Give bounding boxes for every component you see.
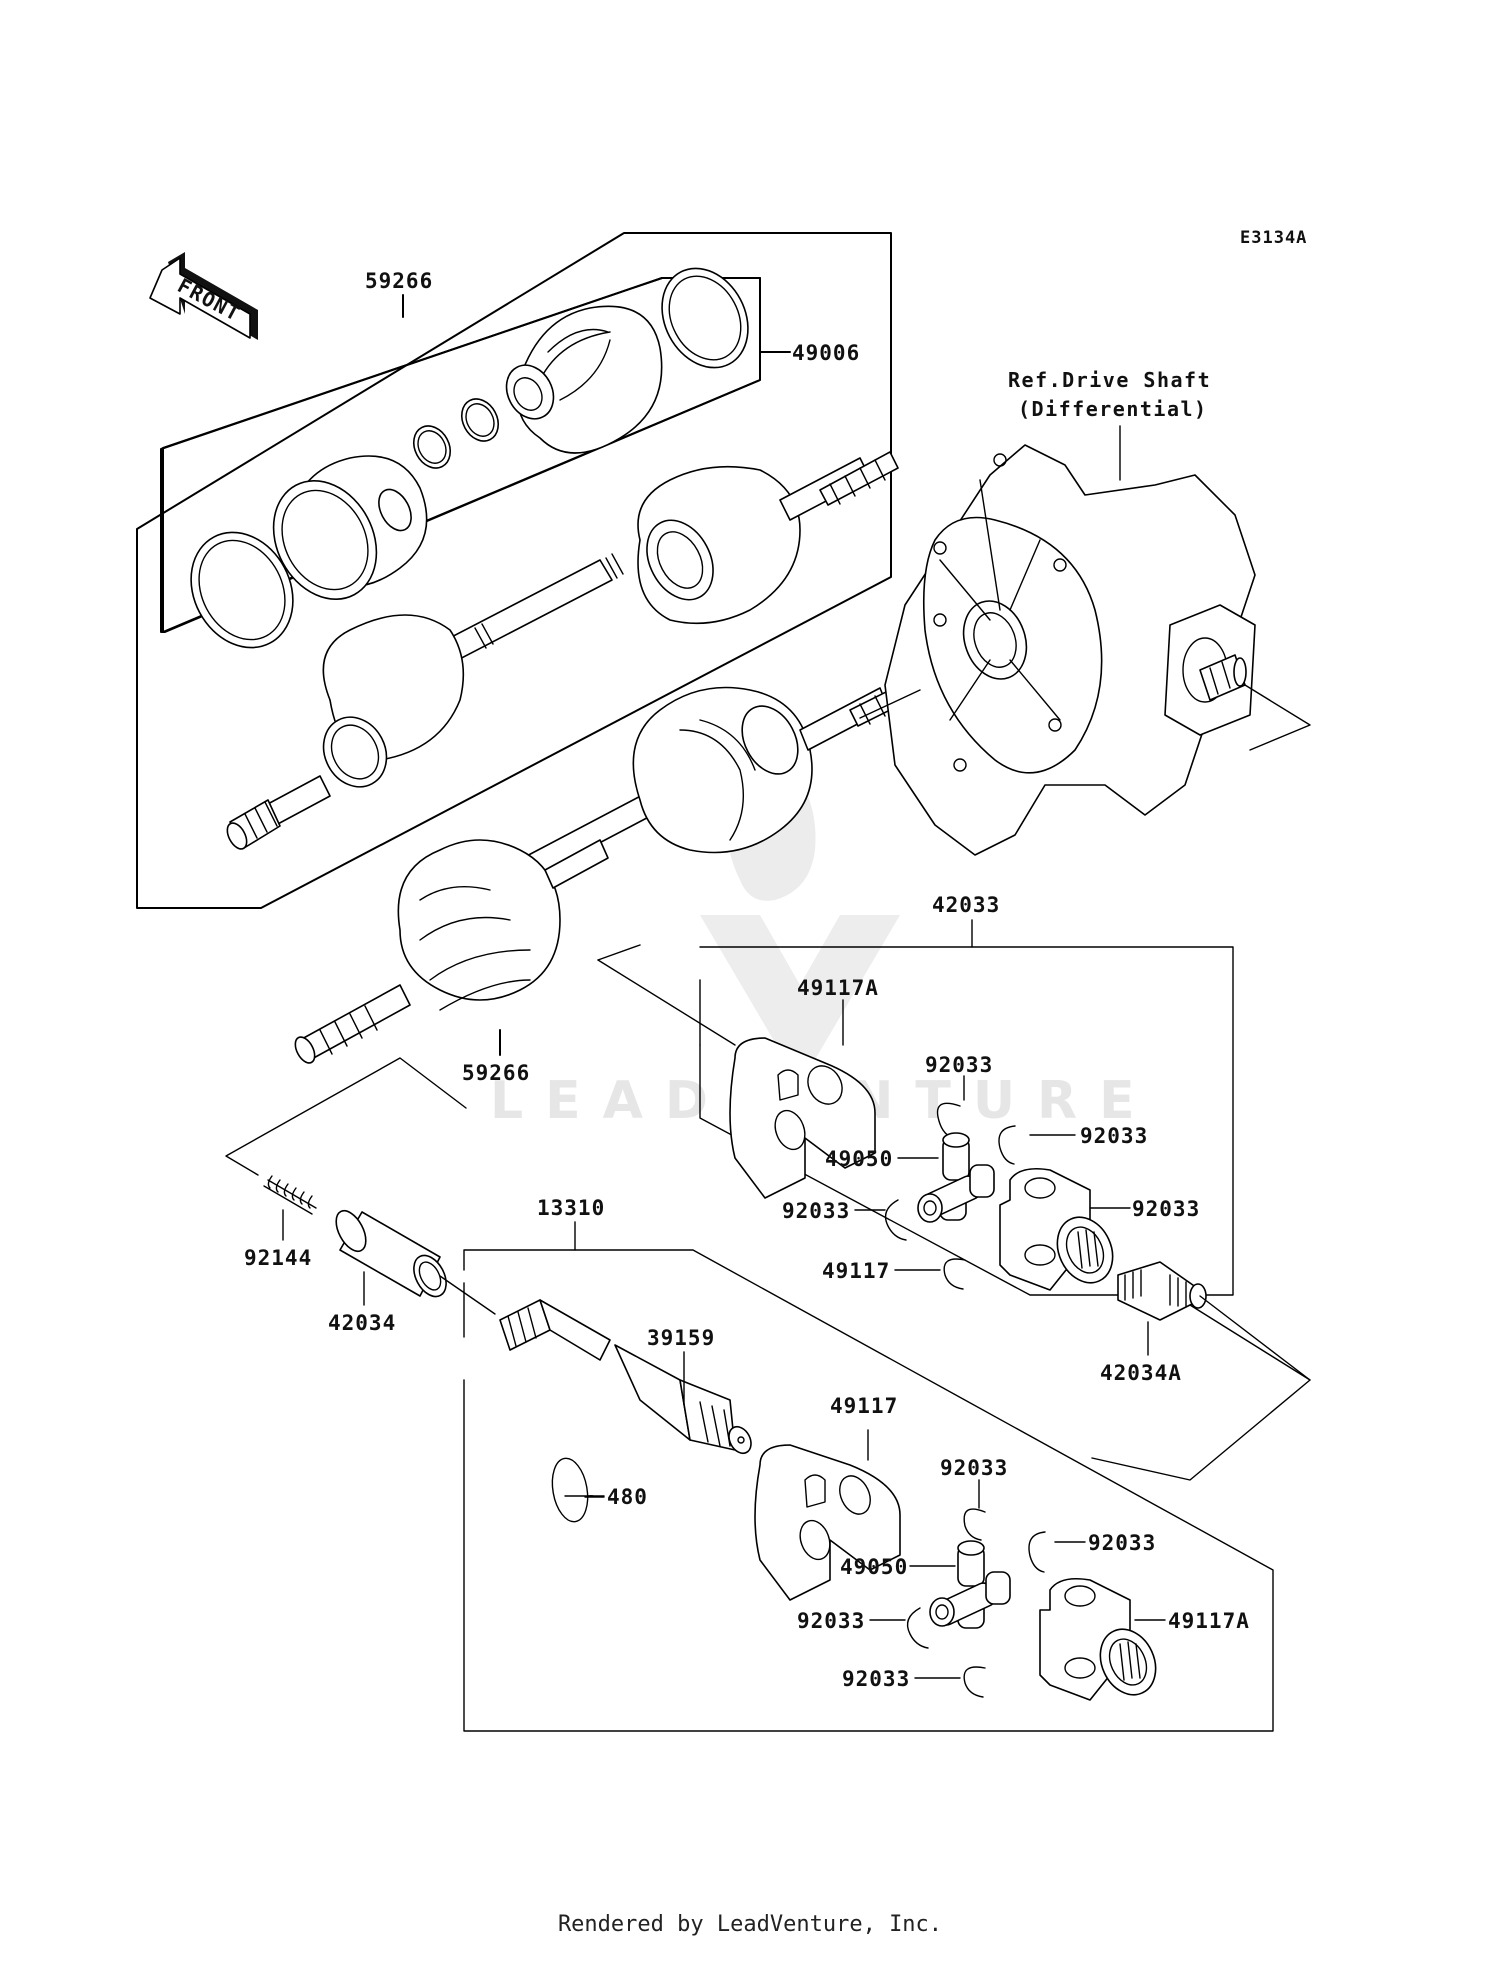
callout-92033-u3[interactable]: 92033 [782,1199,850,1223]
upper-drive-shaft [226,451,899,850]
callout-42033[interactable]: 42033 [932,893,1000,917]
callout-13310[interactable]: 13310 [537,1196,605,1220]
yoke-lower [754,1444,901,1601]
callout-49117A-upper[interactable]: 49117A [797,976,879,1000]
reference-line-2: (Differential) [1018,397,1208,421]
differential-housing [859,425,1311,856]
callout-92033-l1[interactable]: 92033 [940,1456,1008,1480]
callout-42034A[interactable]: 42034A [1100,1361,1182,1385]
yoke-lower-a [1039,1577,1157,1701]
footer-credit: Rendered by LeadVenture, Inc. [557,1912,943,1937]
shaft-assembly-outline [463,1221,1274,1732]
boot-kit-parts [190,267,749,649]
cv-boot-right [516,305,663,454]
circlip-lower-3 [906,1607,929,1649]
callout-480[interactable]: 480 [607,1485,648,1509]
callout-39159[interactable]: 39159 [647,1326,715,1350]
spline-joint [1117,1261,1311,1381]
circlip-upper-3 [884,1199,907,1241]
sleeve-joint [335,1209,496,1315]
callout-42034[interactable]: 42034 [328,1311,396,1335]
reference-line-1: Ref.Drive Shaft [1008,368,1211,392]
watermark-logo-icon [700,915,900,1085]
callout-49006[interactable]: 49006 [792,341,860,365]
shaft-kit-outline [136,232,892,909]
inner-cv-boot-lower [397,839,561,1001]
callout-49050-upper[interactable]: 49050 [825,1147,893,1171]
callout-49117-lower[interactable]: 49117 [830,1394,898,1418]
boot-band-small-1 [460,398,500,442]
circlip-upper-2 [998,1125,1016,1165]
circlip-lower-1 [963,1508,986,1541]
front-arrow-icon [149,257,251,339]
callout-92144[interactable]: 92144 [244,1246,312,1270]
callout-92033-l4[interactable]: 92033 [842,1667,910,1691]
callout-92033-l3[interactable]: 92033 [797,1609,865,1633]
circlip-upper-4 [943,1258,966,1290]
front-arrow: FRONT [149,252,258,340]
yoke-upper [999,1167,1114,1291]
callout-59266-top[interactable]: 59266 [365,269,433,293]
propeller-shaft [499,1299,752,1455]
diagram-code: E3134A [1240,228,1307,248]
spring [263,1175,317,1215]
circlip-large [551,1457,589,1523]
circlip-lower-2 [1028,1531,1046,1573]
callout-92033-u2[interactable]: 92033 [1080,1124,1148,1148]
callout-92033-l2[interactable]: 92033 [1088,1531,1156,1555]
circlip-lower-4 [963,1666,986,1698]
spider-cross-lower [929,1540,1011,1629]
callout-92033-u1[interactable]: 92033 [925,1053,993,1077]
callout-59266-bottom[interactable]: 59266 [462,1061,530,1085]
boot-band-small-2 [412,425,452,469]
spider-cross-upper [917,1132,995,1223]
callout-49117A-lower[interactable]: 49117A [1168,1609,1250,1633]
boot-kit-outline [160,277,791,633]
callout-92033-u4[interactable]: 49117 [822,1259,890,1283]
front-arrow-label: FRONT [174,273,245,326]
callout-49050-lower[interactable]: 49050 [840,1555,908,1579]
callout-49117-upper[interactable]: 92033 [1132,1197,1200,1221]
boot-band-large-right [661,267,749,369]
boot-band-large-left [190,531,294,649]
lower-drive-shaft [294,679,941,1064]
yoke-upper-a [729,1037,876,1199]
